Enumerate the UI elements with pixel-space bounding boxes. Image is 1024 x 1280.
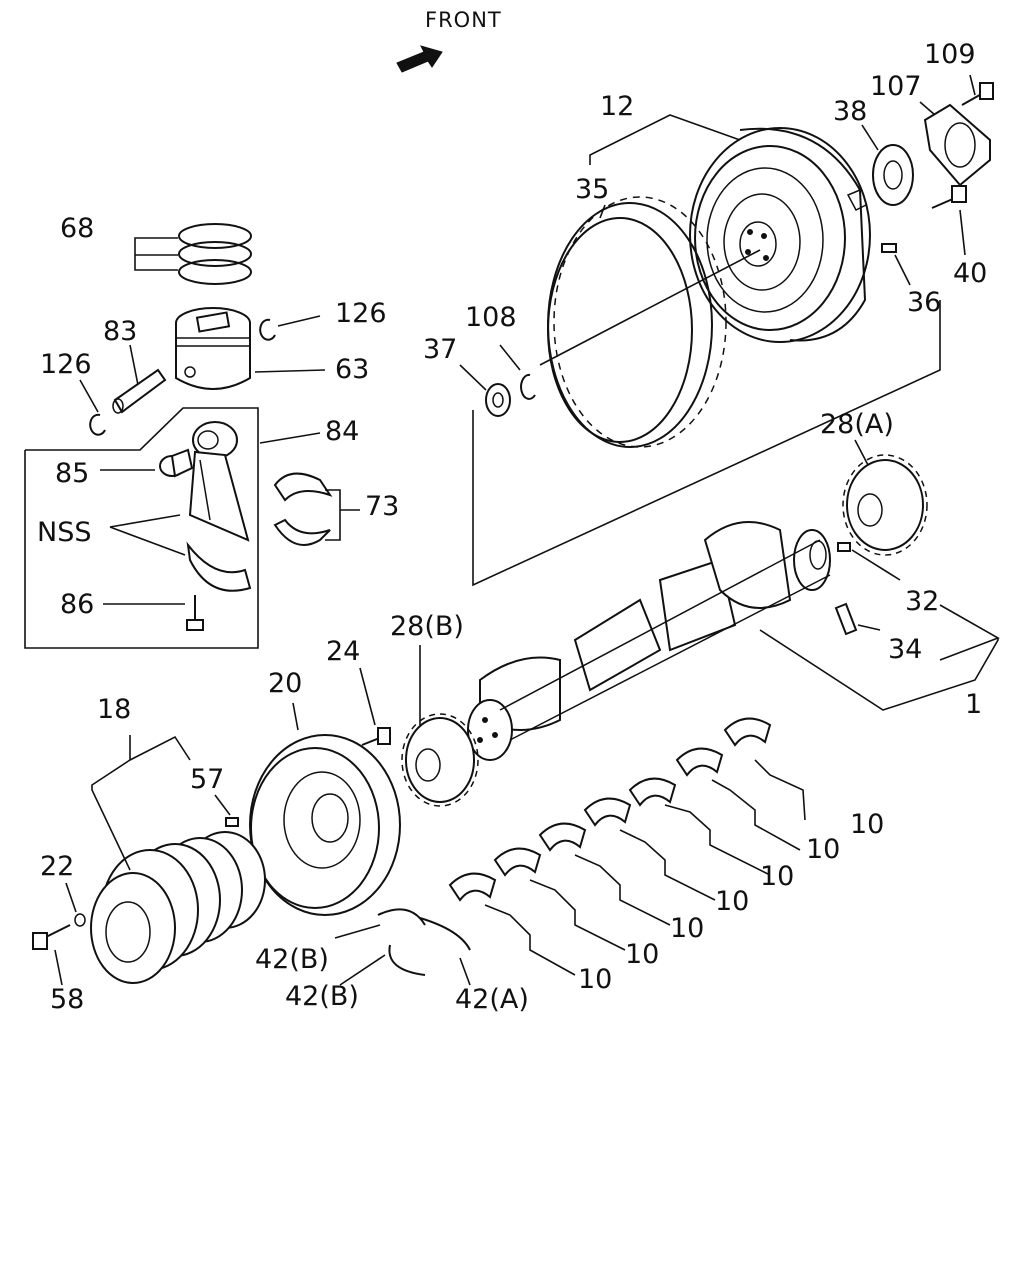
leader-lines xyxy=(54,74,1000,986)
label-107: 107 xyxy=(870,71,922,102)
snap-ring-108 xyxy=(520,373,536,400)
main-bearings xyxy=(448,717,772,902)
pin-34 xyxy=(834,602,858,636)
label-126-left: 126 xyxy=(40,349,92,380)
timing-gear-b xyxy=(401,713,479,807)
label-73: 73 xyxy=(365,491,399,522)
part-labels: 109 107 38 12 35 68 126 83 126 63 108 37… xyxy=(37,39,987,1015)
damper-pulley xyxy=(90,831,266,984)
dowel-pin-36 xyxy=(881,243,897,253)
bolt-109 xyxy=(961,82,994,106)
label-24: 24 xyxy=(326,636,360,667)
label-28a: 28(A) xyxy=(820,409,894,440)
flange-plate xyxy=(923,103,991,187)
bolt-40 xyxy=(931,185,967,209)
label-86: 86 xyxy=(60,589,94,620)
thrust-washer-a xyxy=(419,917,471,951)
piston-rings xyxy=(178,223,252,285)
label-83: 83 xyxy=(103,316,137,347)
ring-gear xyxy=(547,196,727,448)
label-36: 36 xyxy=(907,287,941,318)
label-18: 18 xyxy=(97,694,131,725)
label-63: 63 xyxy=(335,354,369,385)
label-12: 12 xyxy=(600,91,634,122)
rod-bearing xyxy=(273,472,333,546)
label-37: 37 xyxy=(423,334,457,365)
label-35: 35 xyxy=(575,174,609,205)
label-10-4: 10 xyxy=(715,886,749,917)
label-109: 109 xyxy=(924,39,976,70)
piston-pin xyxy=(112,368,167,414)
connecting-rod-box xyxy=(24,407,259,649)
key-32 xyxy=(837,542,851,552)
label-nss: NSS xyxy=(37,517,91,548)
bolt-58 xyxy=(32,924,71,950)
label-84: 84 xyxy=(325,416,359,447)
front-label: FRONT xyxy=(425,8,502,32)
timing-gear-a xyxy=(842,454,928,556)
label-68: 68 xyxy=(60,213,94,244)
label-10-3: 10 xyxy=(760,861,794,892)
gear-bolt-24 xyxy=(361,727,391,746)
label-10-1: 10 xyxy=(850,809,884,840)
thrust-washer-lower xyxy=(388,944,426,976)
arrow-right-up-icon xyxy=(396,45,443,73)
label-34: 34 xyxy=(888,634,922,665)
pilot-bearing xyxy=(485,383,511,417)
flywheel xyxy=(689,127,871,343)
snap-ring-126-left xyxy=(89,413,106,436)
crank-pulley xyxy=(249,734,401,916)
label-42a: 42(A) xyxy=(455,984,529,1015)
label-38: 38 xyxy=(833,96,867,127)
label-10-7: 10 xyxy=(578,964,612,995)
small-end-bushing xyxy=(159,448,194,478)
label-1: 1 xyxy=(965,689,982,720)
label-58: 58 xyxy=(50,984,84,1015)
label-10-6: 10 xyxy=(625,939,659,970)
axis-line xyxy=(539,249,761,366)
label-20: 20 xyxy=(268,668,302,699)
snap-ring-126-right xyxy=(259,318,276,341)
label-85: 85 xyxy=(55,458,89,489)
thrust-washer-upper xyxy=(377,908,426,926)
rod-cap xyxy=(186,541,252,592)
piston xyxy=(175,307,251,390)
flywheel-group-line xyxy=(472,300,941,587)
washer-22 xyxy=(74,913,86,927)
rod-bolt xyxy=(186,595,204,631)
washer-plate xyxy=(872,144,914,206)
dowel-57 xyxy=(225,817,239,827)
label-22: 22 xyxy=(40,851,74,882)
label-10-5: 10 xyxy=(670,913,704,944)
connecting-rod xyxy=(188,421,250,542)
label-57: 57 xyxy=(190,764,224,795)
label-42b-lower: 42(B) xyxy=(285,981,359,1012)
label-40: 40 xyxy=(953,258,987,289)
crankshaft xyxy=(467,521,831,761)
label-32: 32 xyxy=(905,586,939,617)
label-108: 108 xyxy=(465,302,517,333)
label-42b-upper: 42(B) xyxy=(255,944,329,975)
label-10-2: 10 xyxy=(806,834,840,865)
label-126-right: 126 xyxy=(335,298,387,329)
label-28b: 28(B) xyxy=(390,611,464,642)
